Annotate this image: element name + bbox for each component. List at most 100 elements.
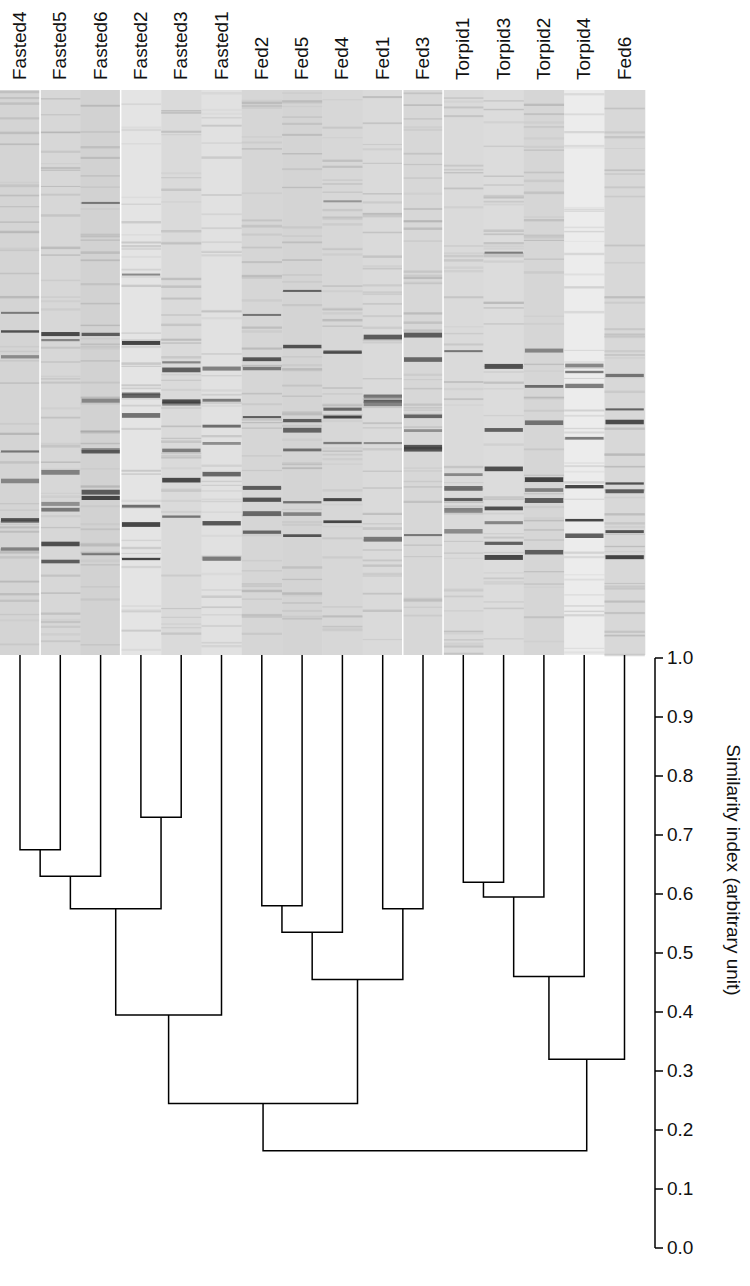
gel-band: [606, 408, 644, 410]
gel-band: [161, 342, 201, 344]
tick-label: 0.6: [667, 883, 693, 905]
gel-band: [81, 348, 121, 350]
gel-band: [121, 605, 161, 607]
gel-band: [525, 420, 563, 425]
gel-band: [565, 485, 603, 488]
dendrogram-branch: [463, 655, 503, 882]
gel-band: [524, 126, 564, 127]
gel-band: [443, 252, 483, 254]
gel-band: [606, 555, 644, 559]
gel-band: [121, 428, 161, 430]
gel-band: [202, 241, 242, 243]
gel-band: [202, 213, 242, 215]
gel-band: [363, 523, 403, 524]
gel-band: [363, 639, 403, 640]
gel-band: [484, 513, 524, 515]
gel-band: [282, 106, 322, 107]
gel-band: [242, 633, 282, 635]
gel-band: [364, 401, 402, 406]
gel-band: [484, 601, 524, 603]
gel-band: [0, 360, 40, 361]
gel-band: [484, 100, 524, 102]
gel-band: [283, 428, 321, 433]
axis-tick: [655, 834, 663, 836]
gel-band: [40, 280, 80, 281]
gel-band: [443, 245, 483, 246]
gel-band: [363, 144, 403, 145]
gel-band: [565, 533, 603, 538]
gel-band: [121, 256, 161, 258]
gel-band: [41, 560, 79, 564]
gel-band: [282, 524, 322, 525]
gel-band: [605, 302, 645, 304]
gel-band: [81, 343, 121, 345]
gel-band: [81, 236, 121, 237]
gel-band: [40, 495, 80, 497]
gel-band: [403, 321, 443, 323]
tick-label: 0.4: [667, 1001, 693, 1023]
gel-band: [40, 167, 80, 169]
tick-label: 1.0: [667, 647, 693, 669]
gel-band: [121, 221, 161, 223]
gel-band: [322, 626, 362, 627]
gel-band: [322, 464, 362, 465]
gel-band: [121, 363, 161, 365]
gel-band: [605, 169, 645, 171]
gel-band: [403, 105, 443, 106]
gel-band: [363, 513, 403, 515]
gel-band: [0, 143, 40, 145]
gel-band: [524, 364, 564, 365]
gel-band: [605, 612, 645, 614]
gel-band: [404, 333, 442, 338]
gel-band: [444, 529, 482, 533]
gel-band: [81, 505, 121, 507]
gel-band: [403, 599, 443, 601]
lane-label: Fasted5: [49, 11, 71, 80]
gel-band: [81, 360, 121, 362]
gel-band: [82, 450, 120, 454]
gel-band: [363, 148, 403, 150]
gel-band: [403, 220, 443, 222]
gel-band: [202, 117, 242, 118]
gel-band: [605, 354, 645, 356]
gel-band: [524, 410, 564, 412]
gel-band: [1, 330, 39, 332]
gel-band: [162, 361, 200, 363]
dendrogram-branch: [20, 655, 60, 850]
lane-label: Fed6: [614, 37, 636, 80]
gel-band: [564, 207, 604, 209]
gel-band: [444, 510, 482, 513]
gel-band: [484, 578, 524, 579]
gel-band: [484, 176, 524, 177]
gel-lane: [0, 90, 41, 655]
gel-band: [202, 125, 242, 127]
gel-band: [363, 407, 403, 408]
gel-band: [1, 479, 39, 484]
gel-band: [1, 450, 39, 452]
gel-band: [403, 379, 443, 380]
gel-band: [443, 653, 483, 654]
gel-band: [403, 607, 443, 608]
gel-band: [443, 632, 483, 634]
gel-band: [443, 589, 483, 591]
gel-band: [605, 350, 645, 352]
gel-band: [484, 577, 524, 579]
gel-band: [1, 518, 39, 521]
gel-band: [202, 645, 242, 647]
axis-tick: [655, 1129, 663, 1131]
gel-band: [564, 614, 604, 616]
gel-band: [403, 220, 443, 222]
gel-band: [565, 384, 603, 388]
tick-label: 0.2: [667, 1119, 693, 1141]
gel-band: [363, 268, 403, 269]
gel-band: [282, 281, 322, 283]
gel-band: [0, 132, 40, 134]
gel-band: [242, 419, 282, 421]
gel-band: [202, 481, 242, 482]
gel-band: [161, 389, 201, 391]
gel-band: [242, 233, 282, 235]
gel-band: [443, 97, 483, 99]
gel-band: [403, 178, 443, 179]
gel-band: [564, 241, 604, 242]
gel-band: [322, 253, 362, 255]
